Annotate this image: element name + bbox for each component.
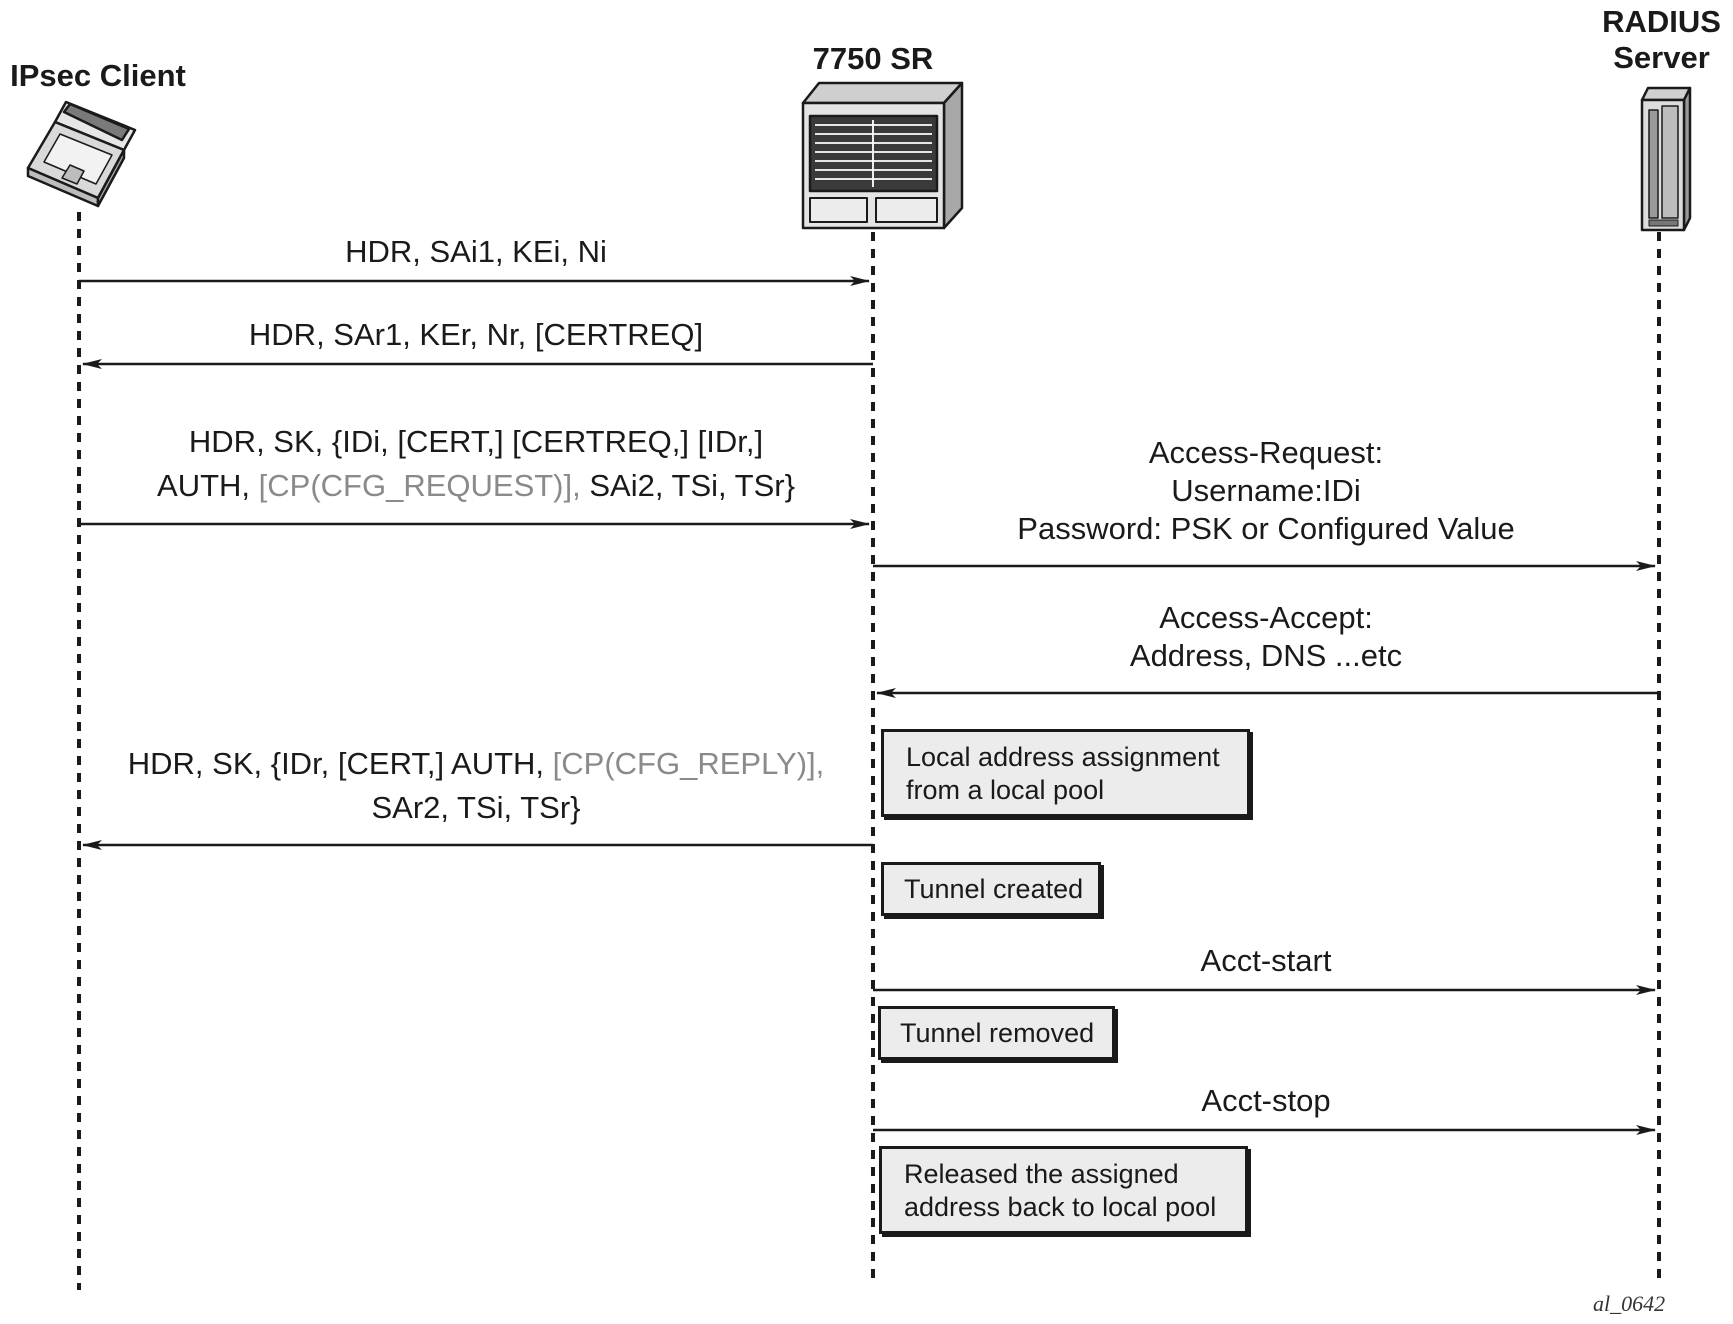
router-chassis-icon	[801, 81, 964, 230]
message-m3-line2-gray: [CP(CFG_REQUEST)],	[258, 468, 581, 503]
message-m6-line1-a: HDR, SK, {IDr, [CERT,] AUTH,	[127, 746, 553, 781]
note-n1-line1: Local address assignment	[906, 742, 1220, 772]
note-n1-line2: from a local pool	[906, 775, 1105, 805]
message-m3-line1: HDR, SK, {IDi, [CERT,] [CERTREQ,] [IDr,]	[188, 424, 764, 459]
note-tunnel-created: Tunnel created	[881, 862, 1101, 916]
message-m1-label: HDR, SAi1, KEi, Ni	[345, 234, 607, 269]
message-m3-line2-b: SAi2, TSi, TSr}	[580, 468, 795, 503]
actor-radius-line2: Server	[1613, 40, 1710, 75]
actor-radius-line1: RADIUS	[1602, 4, 1721, 39]
message-m4-label: Access-Request: Username:IDi Password: P…	[873, 434, 1659, 548]
actor-client-label: IPsec Client	[10, 58, 186, 93]
message-m6-line2: SAr2, TSi, TSr}	[371, 790, 581, 825]
actor-router-label: 7750 SR	[812, 41, 934, 76]
message-m4-line3: Password: PSK or Configured Value	[1017, 511, 1515, 546]
note-n4-line2: address back to local pool	[904, 1192, 1217, 1222]
message-m7-label: Acct-start	[1200, 943, 1332, 978]
message-m3-label: HDR, SK, {IDi, [CERT,] [CERTREQ,] [IDr,]…	[79, 420, 873, 508]
message-m2-label: HDR, SAr1, KEr, Nr, [CERTREQ]	[248, 317, 704, 352]
message-m6-label: HDR, SK, {IDr, [CERT,] AUTH, [CP(CFG_REP…	[79, 742, 873, 830]
message-m4-line1: Access-Request:	[1148, 435, 1384, 470]
actor-radius-label: RADIUS Server	[1590, 4, 1733, 76]
note-local-address-assignment: Local address assignment from a local po…	[881, 729, 1250, 817]
message-m3-line2: AUTH, [CP(CFG_REQUEST)], SAi2, TSi, TSr}	[79, 464, 873, 508]
message-m4-line2: Username:IDi	[1171, 473, 1361, 508]
message-m5-line2: Address, DNS ...etc	[1129, 638, 1403, 673]
note-n4-line1: Released the assigned	[904, 1159, 1179, 1189]
message-m6-line1: HDR, SK, {IDr, [CERT,] AUTH, [CP(CFG_REP…	[79, 742, 873, 786]
message-m3-line2-a: AUTH,	[157, 468, 259, 503]
note-released-address: Released the assigned address back to lo…	[879, 1146, 1248, 1234]
server-tower-icon	[1640, 86, 1692, 232]
message-m5-line1: Access-Accept:	[1159, 600, 1373, 635]
laptop-icon	[26, 100, 137, 208]
message-m5-label: Access-Accept: Address, DNS ...etc	[873, 599, 1659, 675]
figure-id: al_0642	[1593, 1291, 1666, 1316]
message-m8-label: Acct-stop	[1201, 1083, 1331, 1118]
note-tunnel-removed: Tunnel removed	[878, 1006, 1115, 1060]
message-m6-line1-gray: [CP(CFG_REPLY)],	[552, 746, 825, 781]
